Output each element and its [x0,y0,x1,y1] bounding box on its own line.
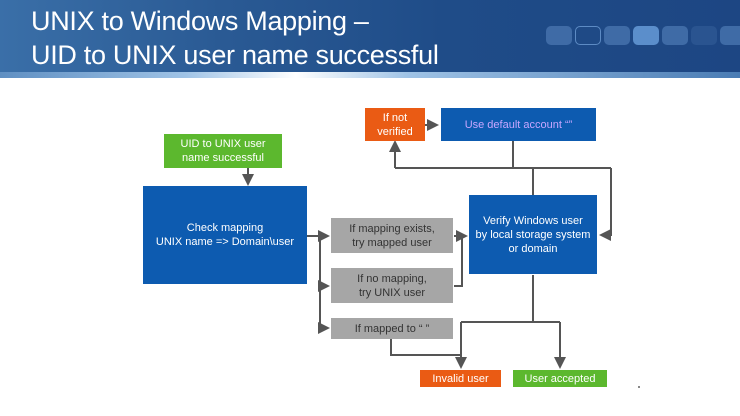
slide-title: UNIX to Windows Mapping – UID to UNIX us… [31,4,439,72]
progress-square [691,26,717,45]
start-label: UID to UNIX user name successful [180,138,266,164]
no-mapping-line1: If no mapping, [357,272,427,285]
check-mapping-box: Check mapping UNIX name => Domain\user [143,186,307,284]
mapped-empty-box: If mapped to “ ” [331,318,453,339]
check-mapping-line1: Check mapping [186,222,264,234]
connector-right-loop [599,168,612,241]
not-verified-line2: verified [377,125,413,138]
mapping-exists-line2: try mapped user [352,236,432,249]
default-account-label: Use default account “” [464,118,573,131]
mapping-exists-box: If mapping exists, try mapped user [331,218,453,253]
verify-line1: Verify Windows user [483,214,583,227]
slide-header: UNIX to Windows Mapping – UID to UNIX us… [0,0,740,78]
mapping-exists-line1: If mapping exists, [349,222,435,235]
title-line-2: UID to UNIX user name successful [31,40,439,70]
verify-line2: by local storage system [475,228,591,241]
invalid-user-label: Invalid user [432,372,489,385]
stray-dot [638,386,640,388]
progress-square-active [633,26,659,45]
not-verified-line1: If not [382,111,408,124]
no-mapping-box: If no mapping, try UNIX user [331,268,453,303]
progress-square [662,26,688,45]
check-mapping-line2: UNIX name => Domain\user [155,236,295,248]
mapped-empty-label: If mapped to “ ” [354,322,430,335]
start-box: UID to UNIX user name successful [164,134,282,168]
progress-square [575,26,601,45]
connector-nomap-verify [454,236,463,287]
progress-square [604,26,630,45]
verify-line3: or domain [508,242,558,255]
progress-square [546,26,572,45]
no-mapping-line2: try UNIX user [358,286,425,299]
progress-squares [546,26,740,45]
connector-empty-invalid [390,338,461,356]
progress-square [720,26,740,45]
verify-windows-user-box: Verify Windows user by local storage sys… [469,195,597,274]
title-line-1: UNIX to Windows Mapping – [31,6,369,36]
user-accepted-label: User accepted [524,372,596,385]
not-verified-box: If not verified [365,108,425,141]
default-account-box: Use default account “” [441,108,596,141]
invalid-user-box: Invalid user [420,370,501,387]
user-accepted-box: User accepted [513,370,607,387]
